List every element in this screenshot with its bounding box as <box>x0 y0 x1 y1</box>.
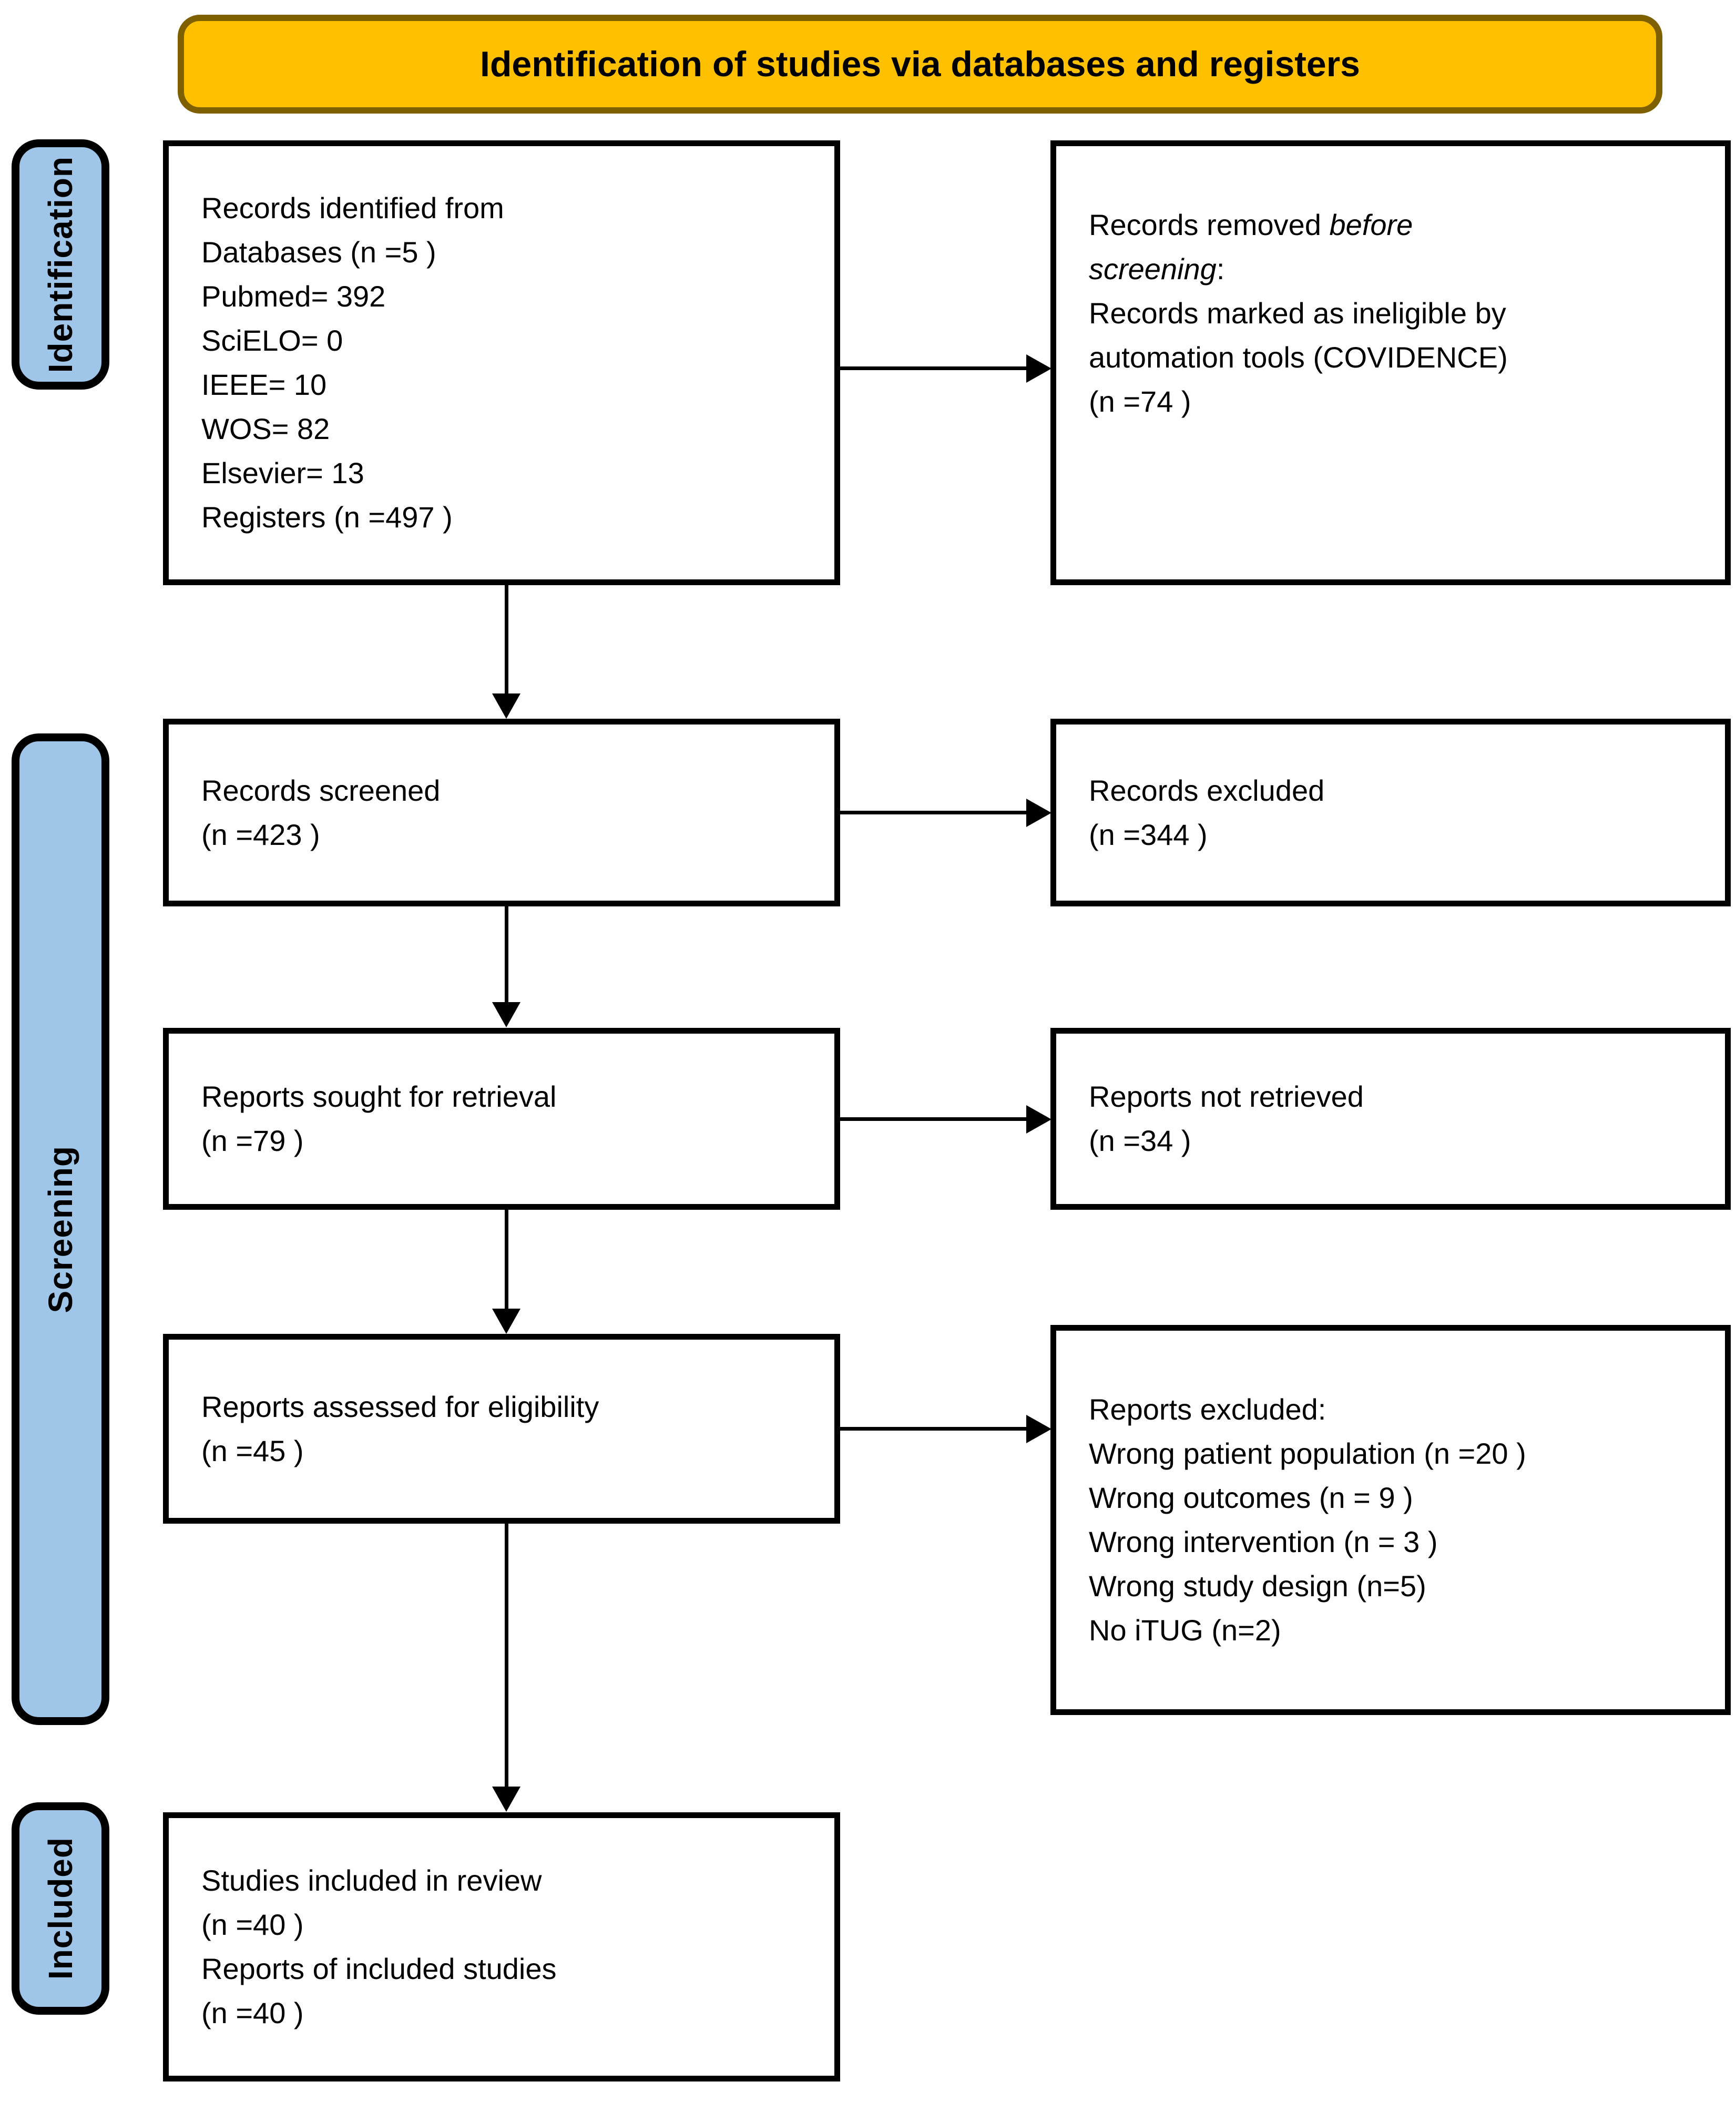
arrow-right-icon <box>1026 1415 1051 1443</box>
arrow-right-icon <box>1026 1105 1051 1134</box>
box-records-identified-text: Records identified from Databases (n =5 … <box>201 191 504 534</box>
box-reports-not-retrieved-text: Reports not retrieved (n =34 ) <box>1089 1080 1364 1157</box>
title-banner-label: Identification of studies via databases … <box>479 44 1361 84</box>
arrow-down-icon <box>492 1002 520 1027</box>
box-records-excluded: Records excluded (n =344 ) <box>1050 719 1731 906</box>
box-records-removed: Records removed before screening: Record… <box>1050 140 1731 585</box>
arrow-down-icon <box>492 1309 520 1334</box>
stage-tab-identification-label: Identification <box>42 156 79 373</box>
box-reports-excluded-text: Reports excluded: Wrong patient populati… <box>1089 1393 1526 1647</box>
stage-tab-identification: Identification <box>12 139 109 390</box>
stage-tab-included: Included <box>12 1802 109 2015</box>
arrow-down-icon <box>492 1787 520 1812</box>
records-removed-italic-phrase: before screening <box>1089 208 1413 285</box>
box-reports-not-retrieved: Reports not retrieved (n =34 ) <box>1050 1028 1731 1210</box>
box-reports-sought: Reports sought for retrieval (n =79 ) <box>163 1028 840 1210</box>
box-studies-included: Studies included in review (n =40 ) Repo… <box>163 1812 840 2081</box>
box-records-identified: Records identified from Databases (n =5 … <box>163 140 840 585</box>
arrow-right-icon <box>1026 354 1051 383</box>
box-reports-assessed: Reports assessed for eligibility (n =45 … <box>163 1334 840 1524</box>
stage-tab-screening: Screening <box>12 733 109 1725</box>
arrow-down-icon <box>492 693 520 719</box>
box-reports-assessed-text: Reports assessed for eligibility (n =45 … <box>201 1390 599 1467</box>
box-records-excluded-text: Records excluded (n =344 ) <box>1089 773 1325 851</box>
box-reports-sought-text: Reports sought for retrieval (n =79 ) <box>201 1080 557 1157</box>
stage-tab-included-label: Included <box>42 1837 79 1980</box>
box-studies-included-text: Studies included in review (n =40 ) Repo… <box>201 1864 557 2029</box>
box-records-screened-text: Records screened (n =423 ) <box>201 773 441 851</box>
box-records-screened: Records screened (n =423 ) <box>163 719 840 906</box>
title-banner: Identification of studies via databases … <box>178 15 1662 114</box>
arrow-right-icon <box>1026 799 1051 827</box>
stage-tab-screening-label: Screening <box>42 1145 79 1313</box>
box-records-removed-text: Records removed before screening: Record… <box>1089 208 1508 418</box>
box-reports-excluded: Reports excluded: Wrong patient populati… <box>1050 1325 1731 1715</box>
